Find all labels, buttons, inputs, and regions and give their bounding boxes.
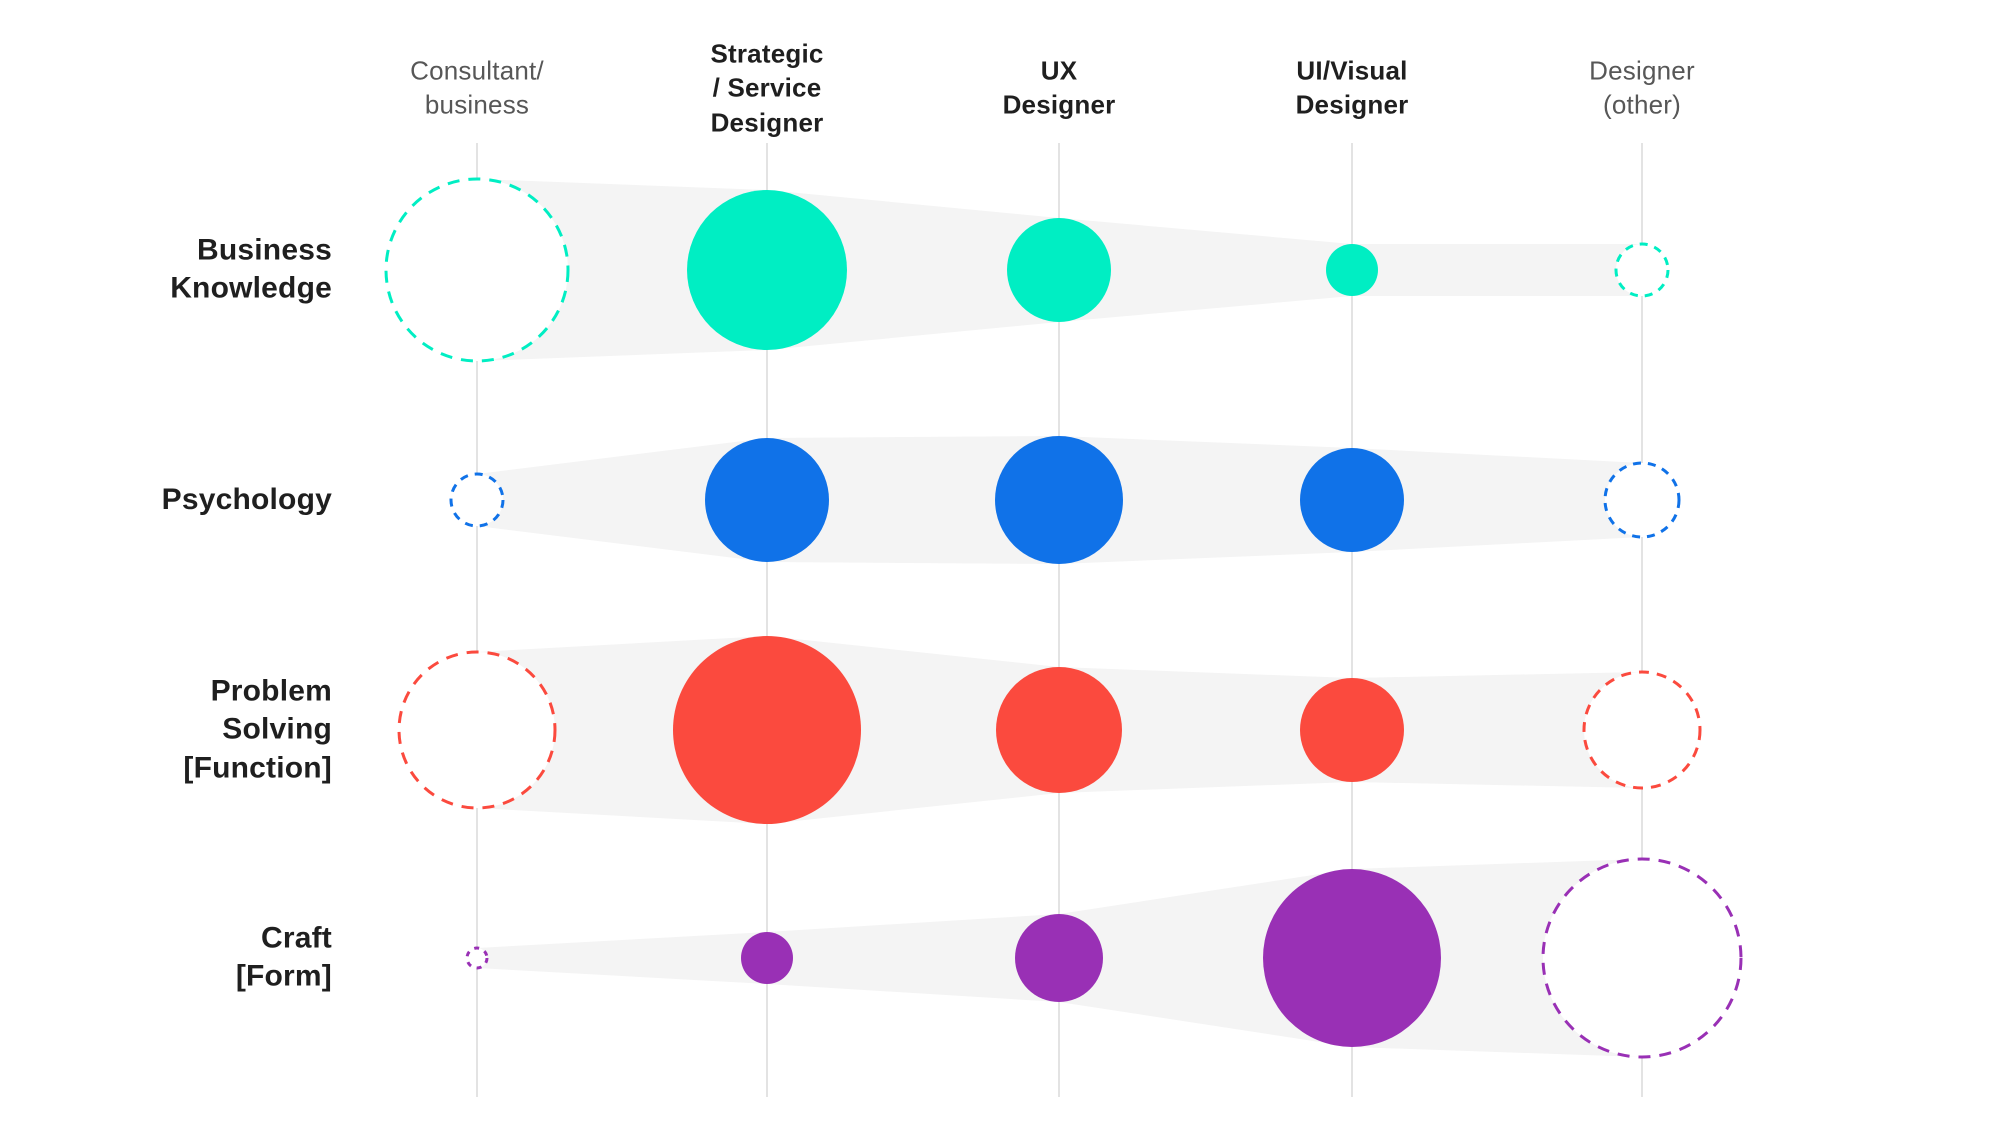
row-label-psychology: Psychology [161, 482, 332, 516]
row-label-craft-form: Craft [Form] [235, 921, 332, 993]
bubble-problem-solving-function-designer-other [1582, 670, 1702, 790]
column-header-ui-visual-designer: UI/Visual Designer [1295, 55, 1409, 120]
bubble-business-knowledge-designer-other [1614, 242, 1670, 298]
bubble-craft-form-ux-designer [1015, 914, 1103, 1002]
bubble-craft-form-strategic-service-designer [741, 932, 793, 984]
bubble-business-knowledge-ui-visual-designer [1326, 244, 1378, 296]
column-header-ux-designer: UX Designer [1002, 55, 1116, 120]
bubble-problem-solving-function-strategic-service-designer [673, 636, 861, 824]
bubble-problem-solving-function-ux-designer [996, 667, 1122, 793]
row-label-problem-solving-function: Problem Solving [Function] [183, 674, 332, 785]
bubble-business-knowledge-consultant-business [384, 177, 570, 363]
bubble-business-knowledge-strategic-service-designer [687, 190, 847, 350]
bubble-problem-solving-function-consultant-business [397, 650, 557, 810]
bubble-psychology-ux-designer [995, 436, 1123, 564]
column-header-strategic-service-designer: Strategic / Service Designer [710, 38, 824, 138]
row-label-business-knowledge: Business Knowledge [170, 233, 332, 305]
bubble-business-knowledge-ux-designer [1007, 218, 1111, 322]
bubble-psychology-designer-other [1603, 461, 1681, 539]
bubble-craft-form-designer-other [1541, 857, 1743, 1059]
column-header-consultant-business: Consultant/ business [410, 55, 544, 120]
bubble-craft-form-ui-visual-designer [1263, 869, 1441, 1047]
bubble-craft-form-consultant-business [465, 946, 489, 970]
bubble-psychology-ui-visual-designer [1300, 448, 1404, 552]
bubble-psychology-consultant-business [449, 472, 505, 528]
bubble-problem-solving-function-ui-visual-designer [1300, 678, 1404, 782]
bubble-psychology-strategic-service-designer [705, 438, 829, 562]
column-header-designer-other: Designer (other) [1589, 55, 1695, 120]
